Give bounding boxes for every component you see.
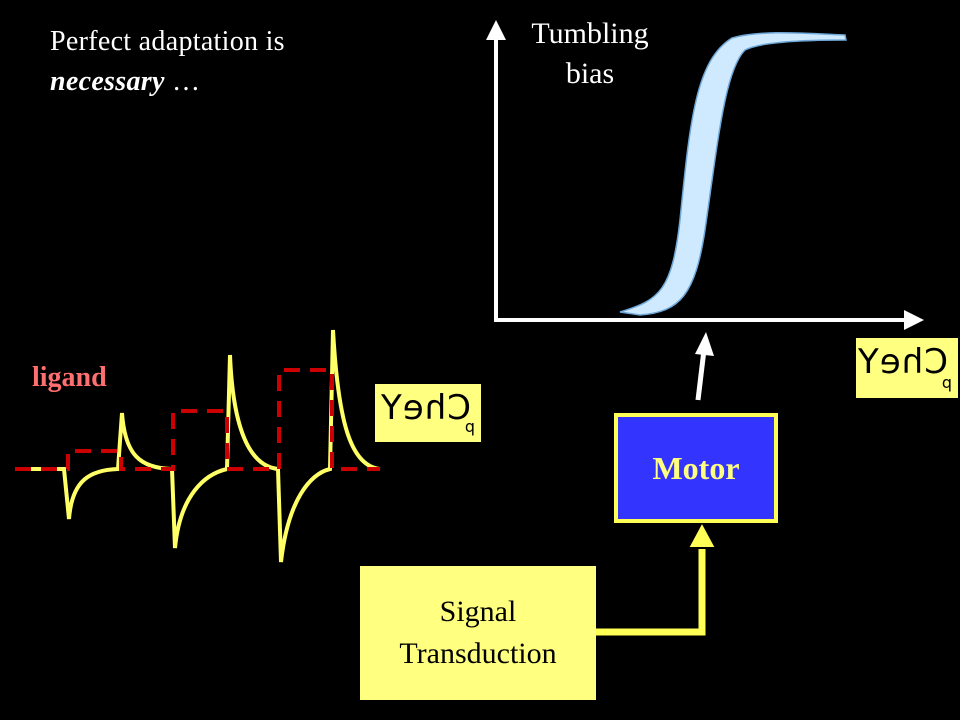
- intro-ellipsis: …: [164, 66, 201, 97]
- chey-text-left: CheY p: [375, 384, 481, 442]
- response-trace: [15, 329, 381, 563]
- y-label-line-2: bias: [565, 57, 615, 90]
- ligand-label: ligand: [32, 362, 107, 393]
- motor-box: Motor: [614, 413, 778, 523]
- intro-emphasis: necessary: [50, 66, 165, 97]
- y-label-line-1: Tumbling: [531, 17, 649, 50]
- chey-box-left: CheY p: [373, 382, 483, 444]
- intro-text: Perfect adaptation is necessary …: [50, 22, 285, 102]
- chey-main-right: CheY: [857, 342, 948, 382]
- signal-line-2: Transduction: [399, 637, 557, 670]
- intro-line-2: necessary …: [50, 62, 285, 102]
- chey-text-right: CheY p: [856, 338, 958, 398]
- ligand-step-trace: [15, 368, 380, 471]
- chey-sub-left: p: [464, 417, 475, 436]
- motor-label: Motor: [652, 449, 740, 486]
- signal-transduction-box: Signal Transduction: [360, 566, 596, 700]
- intro-line-1: Perfect adaptation is: [50, 26, 285, 57]
- x-axis-arrowhead: [904, 310, 924, 330]
- y-axis-arrowhead: [486, 20, 506, 40]
- graph-axes: [486, 20, 924, 330]
- motor-to-graph-arrow: [695, 332, 714, 401]
- signal-to-motor-arrow: [596, 519, 718, 638]
- chey-sub-right: p: [941, 373, 952, 392]
- tumbling-bias-curve: [619, 32, 847, 316]
- tumbling-bias-label: Tumbling bias: [500, 14, 680, 94]
- chey-box-right: CheY p: [854, 336, 960, 400]
- signal-line-1: Signal: [439, 595, 517, 628]
- chey-main-left: CheY: [380, 388, 471, 428]
